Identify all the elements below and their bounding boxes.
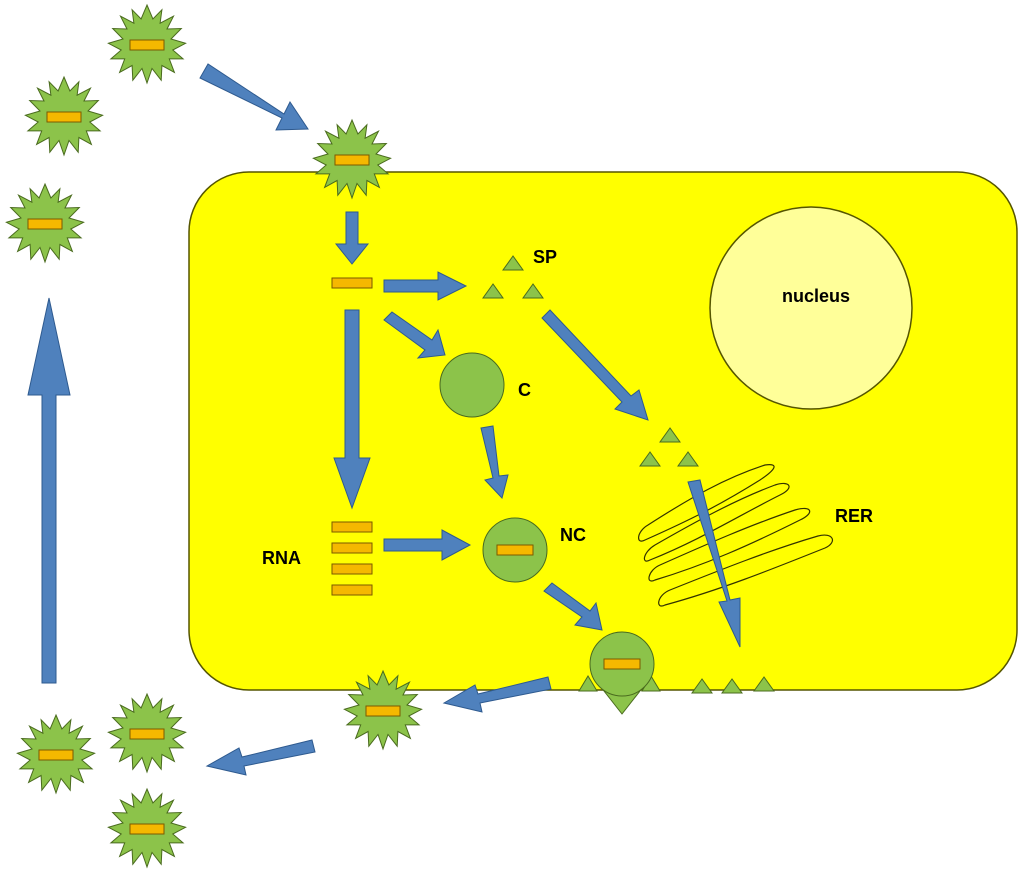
arrow-to-cell-virion xyxy=(199,63,309,131)
arrow-to-lower-group xyxy=(205,739,316,776)
arrow-rna-to-nc xyxy=(383,529,472,561)
capsid-protein: C xyxy=(439,352,531,418)
rer-label: RER xyxy=(835,506,873,526)
arrow-entry-down xyxy=(334,211,370,265)
er-proteins xyxy=(639,427,699,467)
rna-stack: RNA xyxy=(262,521,373,596)
virion-top xyxy=(107,4,187,84)
arrow-sp-to-er xyxy=(541,309,649,421)
virion-entering xyxy=(312,119,392,199)
rough-endoplasmic-reticulum: RER xyxy=(638,464,873,607)
rna-label: RNA xyxy=(262,548,301,568)
membrane-proteins xyxy=(691,676,775,694)
budding-particle xyxy=(578,631,661,715)
arrow-budding-to-virion xyxy=(442,676,552,713)
arrow-rna-to-sp xyxy=(383,271,468,301)
nucleus-label: nucleus xyxy=(782,286,850,306)
virion-lower-left xyxy=(16,714,96,794)
sp-label: SP xyxy=(533,247,557,267)
arrow-up-left xyxy=(27,297,71,684)
nc-label: NC xyxy=(560,525,586,545)
arrow-rna-down xyxy=(333,309,371,510)
nucleus: nucleus xyxy=(709,206,913,410)
sp-proteins: SP xyxy=(482,247,557,299)
virion-upper-left xyxy=(24,76,104,156)
rna-uncoated xyxy=(331,277,373,289)
arrow-nc-to-budding xyxy=(543,582,603,631)
arrow-c-to-nc xyxy=(480,425,509,499)
arrow-er-to-membrane xyxy=(687,479,741,648)
arrows xyxy=(27,63,741,776)
nucleocapsid: NC xyxy=(482,517,586,583)
virion-left xyxy=(5,183,85,263)
virion-lower-middle xyxy=(107,693,187,773)
c-label: C xyxy=(518,380,531,400)
arrow-rna-to-c xyxy=(383,311,446,359)
virion-bottom xyxy=(107,788,187,868)
